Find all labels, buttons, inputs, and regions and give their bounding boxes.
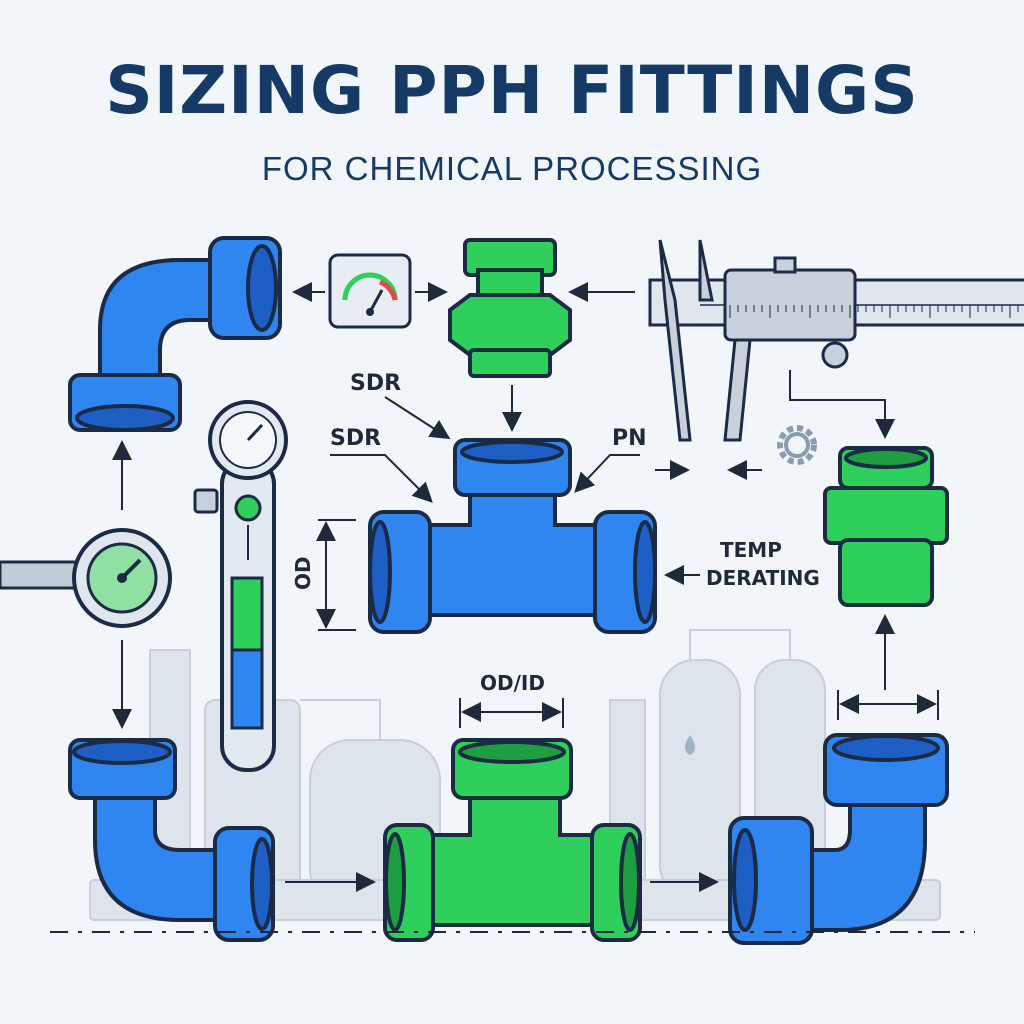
flow-meter	[193, 400, 288, 772]
label-sdr-top: SDR	[350, 371, 401, 396]
elbow-fitting-bottom-left	[68, 738, 275, 942]
caliper-scale	[729, 305, 1019, 318]
label-sdr-mid: SDR	[330, 426, 381, 451]
coupling-fitting-right	[823, 446, 949, 607]
od-id-dimension	[459, 698, 564, 728]
label-pn: PN	[612, 426, 647, 451]
od-dimension	[316, 519, 356, 631]
arrow-sdr-mid	[330, 454, 433, 503]
gear-icon	[777, 425, 817, 465]
left-pipe	[0, 560, 82, 590]
label-derating: DERATING	[706, 566, 820, 590]
label-od: OD	[291, 556, 315, 590]
tee-fitting-center	[368, 438, 657, 634]
tee-fitting-bottom	[383, 738, 642, 942]
right-width-dimension	[837, 690, 939, 720]
caliper-tool	[648, 239, 1024, 442]
elbow-fitting-top-left	[68, 236, 282, 432]
union-fitting-top	[448, 238, 572, 378]
arrow-sdr-top	[384, 396, 451, 440]
arrow-caliper-to-green-coupling	[789, 370, 895, 439]
arrow-pn	[574, 454, 640, 493]
elbow-fitting-bottom-right	[728, 733, 949, 945]
page-title: SIZING PPH FITTINGS	[105, 52, 919, 129]
gauge-icon-top	[328, 253, 412, 329]
label-temp: TEMP	[720, 538, 782, 562]
pressure-gauge-left	[72, 528, 172, 628]
label-od-id: OD/ID	[480, 671, 545, 695]
page-subtitle: FOR CHEMICAL PROCESSING	[261, 150, 763, 187]
